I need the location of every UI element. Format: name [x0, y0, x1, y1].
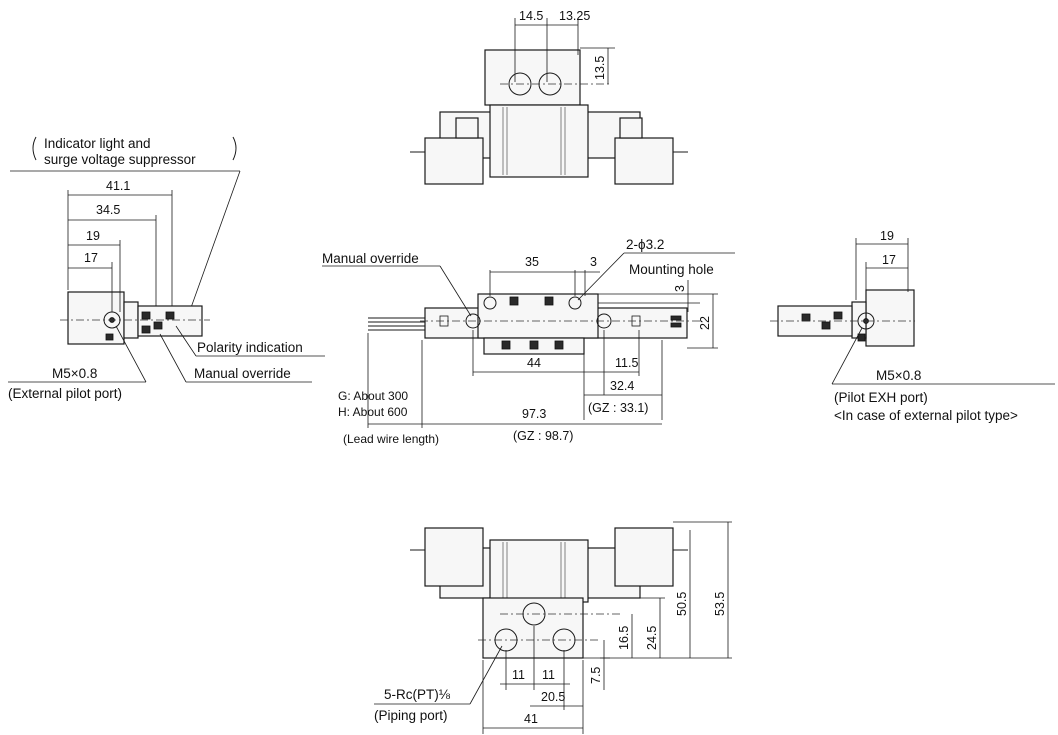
right-side-view: 19 17 M5×0.8 (Pilot EXH port) <In case o…	[770, 229, 1055, 423]
top-dim-14-5: 14.5	[519, 9, 543, 23]
left-dim-19: 19	[86, 229, 100, 243]
holes-label: 2-ϕ3.2	[626, 237, 664, 252]
right-port-name: (Pilot EXH port)	[834, 390, 928, 405]
dim-35: 35	[525, 255, 539, 269]
dim-20-5: 20.5	[541, 690, 565, 704]
left-note-line1: Indicator light and	[44, 136, 151, 151]
lead-g: G: About 300	[338, 389, 408, 403]
left-dim-34-5: 34.5	[96, 203, 120, 217]
left-note-line2: surge voltage suppressor	[44, 152, 196, 167]
piping-port-label: (Piping port)	[374, 708, 448, 723]
dim-41: 41	[524, 712, 538, 726]
right-dim-19: 19	[880, 229, 894, 243]
dim-3-top: 3	[590, 255, 597, 269]
center-manual-override-label: Manual override	[322, 251, 419, 266]
dim-53-5: 53.5	[713, 592, 727, 616]
dim-3-right: 3	[673, 285, 687, 292]
mounting-hole-label: Mounting hole	[629, 262, 714, 277]
dim-gz-98-7: (GZ : 98.7)	[513, 429, 573, 443]
dim-11-a: 11	[512, 668, 525, 682]
polarity-indication-label: Polarity indication	[197, 340, 303, 355]
top-dim-13-5: 13.5	[593, 56, 607, 80]
right-note: <In case of external pilot type>	[834, 408, 1018, 423]
piping-port-size: 5-Rc(PT)⅛	[384, 687, 451, 702]
left-manual-override-label: Manual override	[194, 366, 291, 381]
dim-44: 44	[527, 356, 541, 370]
left-port-size: M5×0.8	[52, 366, 97, 381]
dim-22: 22	[698, 316, 712, 330]
dim-7-5: 7.5	[589, 667, 603, 684]
top-view: 14.5 13.25 13.5	[410, 9, 688, 185]
bottom-view: 50.5 53.5 24.5 16.5 7.5 11 11 20.5 41 5-…	[374, 521, 732, 734]
dim-11-b: 11	[542, 668, 555, 682]
left-dim-41-1: 41.1	[106, 179, 130, 193]
dim-11-5: 11.5	[615, 356, 638, 370]
top-dim-13-25: 13.25	[559, 9, 590, 23]
dim-24-5: 24.5	[645, 626, 659, 650]
left-side-view: Indicator light and surge voltage suppre…	[8, 136, 325, 401]
dim-gz-33-1: (GZ : 33.1)	[588, 401, 648, 415]
lead-caption: (Lead wire length)	[343, 432, 439, 446]
dim-16-5: 16.5	[617, 626, 631, 650]
front-view: Manual override 2-ϕ3.2 Mounting hole 35 …	[322, 237, 735, 446]
left-port-name: (External pilot port)	[8, 386, 122, 401]
left-dim-17: 17	[84, 251, 98, 265]
right-dim-17: 17	[882, 253, 896, 267]
lead-h: H: About 600	[338, 405, 408, 419]
dim-97-3: 97.3	[522, 407, 546, 421]
dim-50-5: 50.5	[675, 592, 689, 616]
dim-32-4: 32.4	[610, 379, 634, 393]
right-port-size: M5×0.8	[876, 368, 921, 383]
